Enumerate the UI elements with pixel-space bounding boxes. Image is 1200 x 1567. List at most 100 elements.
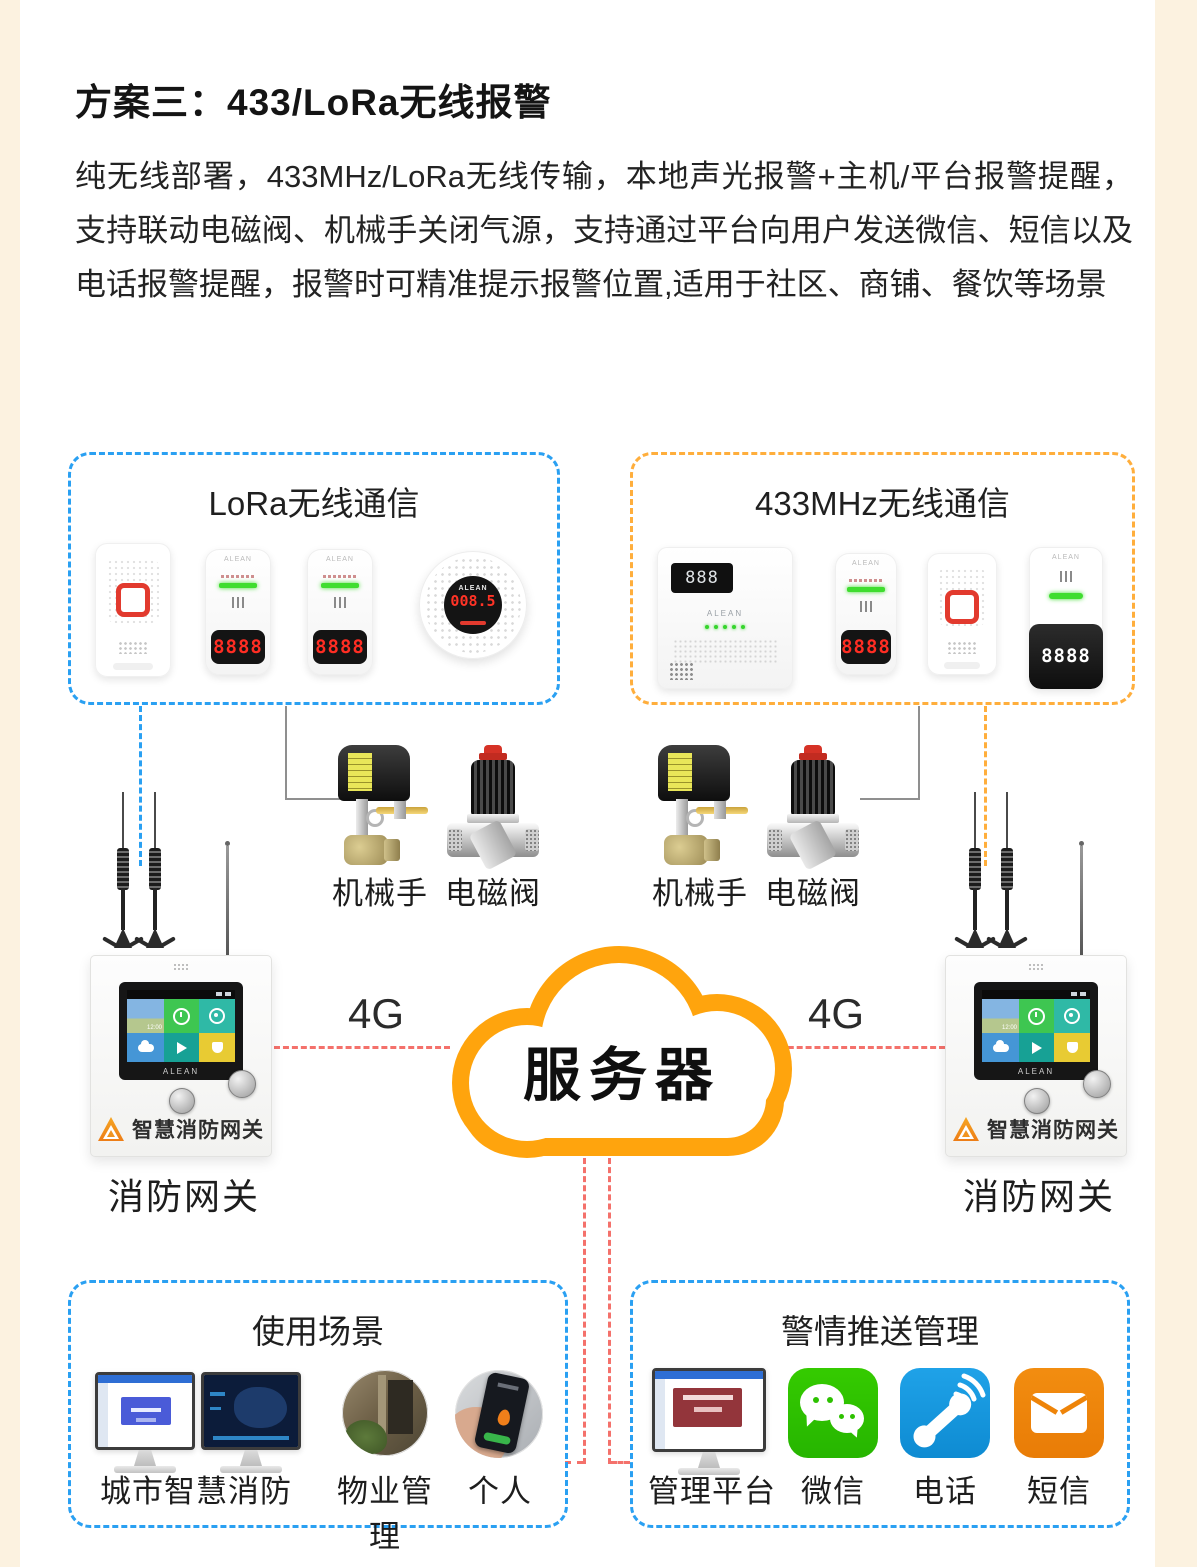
dashboard-widget <box>213 1436 289 1440</box>
led-value: 8888 <box>841 636 891 659</box>
manipulator-label-left: 机械手 <box>332 876 428 911</box>
hex-nut <box>714 801 726 819</box>
screen-brand: ALEAN <box>1017 1067 1055 1076</box>
brand-triangle-icon <box>98 1117 124 1141</box>
cloud-inner <box>478 1060 766 1138</box>
device-brand: ALEAN <box>1052 554 1080 561</box>
security-tile <box>1054 1033 1090 1062</box>
gateway-screen: 12:00 ALEAN <box>974 982 1098 1080</box>
photo-detail <box>388 1380 413 1434</box>
lora-to-valve-line-h <box>285 798 343 800</box>
phone-icon <box>900 1368 990 1458</box>
page-title: 方案三：433/LoRa无线报警 <box>75 82 552 123</box>
device-brand: ALEAN <box>852 560 880 567</box>
push-title: 警情推送管理 <box>781 1313 979 1350</box>
mhz-group-title: 433MHz无线通信 <box>755 485 1010 522</box>
vent-dots <box>1028 963 1044 971</box>
clock-icon <box>173 1007 190 1025</box>
brand-triangle-icon <box>953 1117 979 1141</box>
shield-icon <box>1066 1042 1078 1053</box>
bubble-eye <box>850 1414 855 1419</box>
arrow-icon <box>1031 1041 1042 1054</box>
lora-transmitter-device <box>95 543 171 677</box>
led-value: 8888 <box>1041 645 1091 668</box>
page-description: 纯无线部署，433MHz/LoRa无线传输，本地声光报警+主机/平台报警提醒，支… <box>75 159 1133 302</box>
gateway-caption-right: 消防网关 <box>963 1176 1116 1217</box>
scenes-box: 使用场景 <box>68 1280 568 1528</box>
device-brand: ALEAN <box>458 585 488 592</box>
pipe-end <box>384 839 400 861</box>
gear-icon <box>209 1008 225 1024</box>
red-cap <box>484 745 502 754</box>
push-label-sms: 短信 <box>1027 1474 1091 1509</box>
right-margin <box>1155 0 1197 1567</box>
hex-nut <box>394 801 406 819</box>
dashboard-map <box>234 1386 287 1429</box>
clock-icon <box>1028 1007 1045 1025</box>
lora-gas-alarm-1: ALEAN 8888 <box>205 549 271 675</box>
red-cap-base <box>479 753 507 760</box>
gateway-caption-left: 消防网关 <box>108 1176 261 1217</box>
lora-group-box: LoRa无线通信 ALEAN 8888 ALEAN 8888 ALEAN 008… <box>68 452 560 705</box>
lora-round-detector: ALEAN 008.5 <box>419 551 527 659</box>
lora-to-valve-line-v <box>285 706 287 800</box>
server-cloud: 服务器 <box>452 946 792 1164</box>
gateway-key-button <box>1083 1070 1111 1098</box>
forward-tile <box>1019 1033 1054 1062</box>
city-fire-monitor-2 <box>201 1372 301 1473</box>
photo-tile: 12:00 <box>982 999 1019 1033</box>
left-margin <box>0 0 20 1567</box>
coil-antenna <box>954 792 996 960</box>
arrow-icon <box>176 1041 187 1054</box>
monitor-screen <box>95 1372 195 1450</box>
micro-print <box>323 575 357 578</box>
led-display: 8888 <box>1029 623 1103 689</box>
device-brand: ALEAN <box>706 609 744 618</box>
push-label-platform: 管理平台 <box>648 1474 776 1509</box>
manipulator-left <box>332 745 428 870</box>
flame-icon <box>496 1408 512 1427</box>
monitor-screen <box>201 1372 301 1450</box>
solenoid-label-right: 电磁阀 <box>765 876 861 911</box>
photo-detail <box>473 1371 532 1455</box>
property-management-photo <box>342 1370 428 1456</box>
gateway-logo-text: 智慧消防网关 <box>132 1119 264 1142</box>
led-display: 8888 <box>840 630 892 665</box>
led-value: 008.5 <box>450 592 496 610</box>
clock-tile <box>1019 999 1054 1033</box>
cloud-to-scenes-line <box>583 1158 586 1464</box>
bubble-eye <box>839 1414 844 1419</box>
server-label: 服务器 <box>522 1043 721 1108</box>
push-label-wechat: 微信 <box>801 1474 865 1509</box>
cloud-tile <box>127 1033 164 1062</box>
device-brand: ALEAN <box>326 556 354 563</box>
perforated-band <box>673 639 777 663</box>
monitor-base <box>220 1466 282 1473</box>
mhz-display-device: ALEAN 8888 <box>1029 547 1103 689</box>
status-leds <box>657 625 793 629</box>
speaker-holes <box>947 641 977 655</box>
port-left <box>448 829 462 851</box>
micro-print <box>849 579 883 582</box>
vent-slots <box>860 601 872 612</box>
mhz-group-box: 433MHz无线通信 888 ALEAN ALEAN 8888 ALEAN 88… <box>630 452 1135 705</box>
push-elbow <box>611 1461 630 1464</box>
mhz-to-gateway-line <box>984 706 987 866</box>
scene-label-personal: 个人 <box>468 1474 532 1509</box>
lora-gas-alarm-2: ALEAN 8888 <box>307 549 373 675</box>
monitor-stand <box>240 1450 262 1466</box>
push-box: 警情推送管理 <box>630 1280 1130 1528</box>
scene-label-property: 物业管理 <box>337 1474 433 1554</box>
solenoid-left <box>446 745 541 871</box>
city-fire-monitor-1 <box>95 1372 195 1473</box>
ring <box>686 809 704 827</box>
status-led <box>1049 593 1083 599</box>
port-left <box>768 829 782 851</box>
photo-detail <box>497 1382 519 1392</box>
gateway-key-button <box>1024 1088 1050 1114</box>
panel-display: 888 <box>671 563 733 593</box>
window-titlebar <box>98 1375 192 1383</box>
brass-valve <box>344 835 388 865</box>
network-4g-left: 4G <box>348 990 405 1037</box>
